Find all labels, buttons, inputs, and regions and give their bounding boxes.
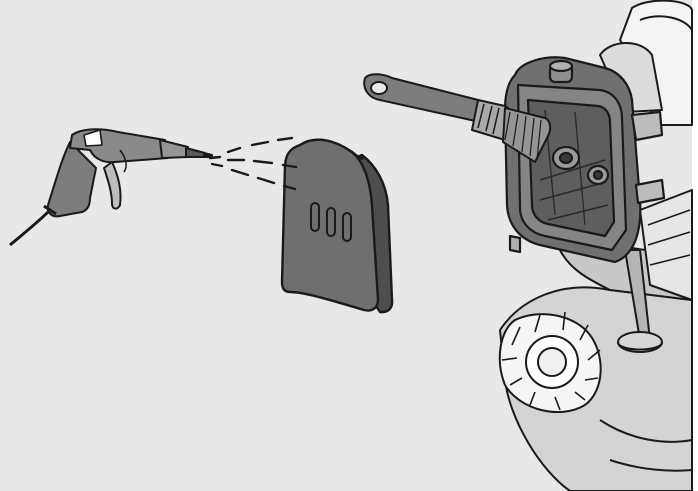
- illustration-panel: [0, 0, 698, 491]
- cleaning-air-filter-illustration: [0, 0, 698, 491]
